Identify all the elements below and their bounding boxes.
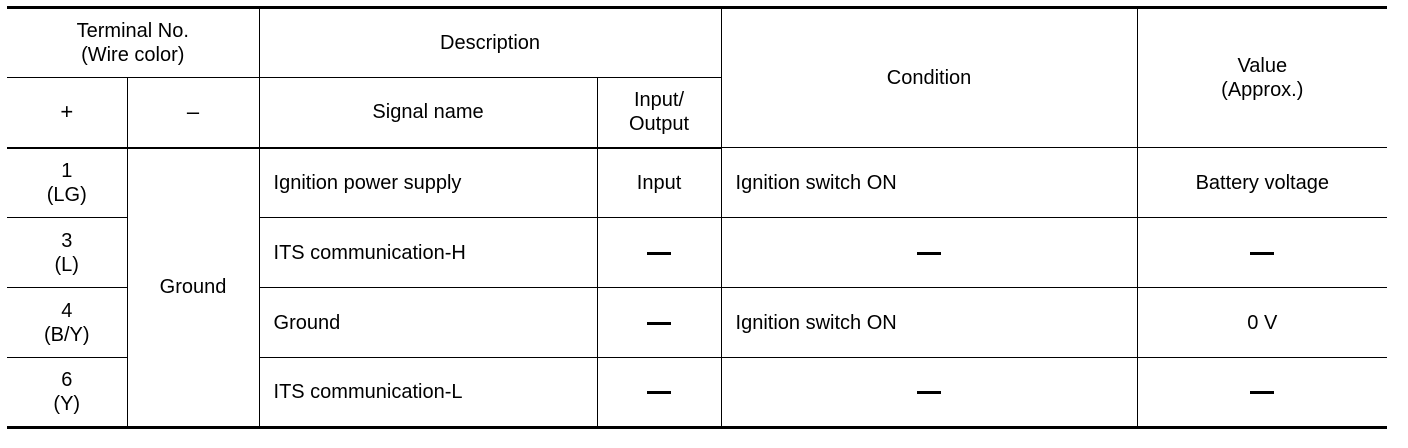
io-cell: — [596,357,722,428]
table-row: 4 (B/Y) Ground — Ignition switch ON 0 V [7,287,1388,358]
dash-mark: — [917,251,942,255]
table-row: 3 (L) ITS communication-H — — — [7,217,1388,288]
wire-color-label: (Wire color) [81,44,185,66]
value-approx-label: (Approx.) [1221,79,1304,101]
terminal-cell: 4 (B/Y) [7,287,128,358]
table-row: 6 (Y) ITS communication-L — — — [7,357,1388,428]
wire-color: (LG) [46,183,87,206]
value-cell: 0 V [1136,287,1388,358]
dash-mark: — [647,251,672,255]
dash-mark: — [917,391,942,395]
signal-name-cell: Ground [258,287,598,358]
value-header: Value (Approx.) [1136,7,1388,148]
terminal-cell: 1 (LG) [7,147,128,218]
io-cell: Input [596,147,722,218]
minus-terminal-header: – [126,77,260,149]
input-output-line1: Input/ [634,89,685,112]
header-row-1: Terminal No. (Wire color) Description Co… [7,7,1388,148]
signal-name-cell: Ignition power supply [258,147,598,218]
signal-name-header: Signal name [258,77,598,149]
terminal-number: 6 [61,369,73,391]
value-label: Value [1237,55,1288,77]
wire-color: (B/Y) [43,323,90,346]
io-cell: — [596,287,722,358]
terminal-cell: 6 (Y) [7,357,128,428]
terminal-no-label: Terminal No. [76,20,189,42]
condition-cell: Ignition switch ON [720,147,1138,218]
terminal-no-header: Terminal No. (Wire color) [7,7,260,78]
terminal-number: 1 [61,159,73,182]
condition-cell: — [720,217,1138,288]
dash-mark: — [647,391,672,395]
dash-mark: — [1250,391,1275,395]
input-output-line2: Output [629,113,690,136]
wire-color: (Y) [53,393,81,415]
description-header: Description [258,7,722,78]
terminal-cell: 3 (L) [7,217,128,288]
terminal-number: 4 [61,299,73,322]
dash-mark: — [647,321,672,325]
table-row: 1 (LG) Ground Ignition power supply Inpu… [7,147,1388,428]
input-output-header: Input/ Output [596,77,722,149]
dash-mark: — [1250,251,1275,255]
header-row-2: + – Signal name Input/ Output [7,77,1387,149]
io-cell: — [596,217,722,288]
terminal-number: 3 [61,229,73,252]
signal-name-cell: ITS communication-L [258,357,598,428]
value-cell: — [1136,357,1388,428]
value-cell: — [1136,217,1388,288]
condition-cell: Ignition switch ON [720,287,1138,358]
plus-terminal-header: + [7,77,128,149]
condition-header: Condition [720,7,1138,148]
terminal-spec-table: Terminal No. (Wire color) Description Co… [7,6,1388,429]
condition-cell: — [720,357,1138,428]
terminal-table-container: Terminal No. (Wire color) Description Co… [7,6,1388,429]
minus-terminal-cell: Ground [126,147,260,428]
wire-color: (L) [54,253,79,276]
signal-name-cell: ITS communication-H [258,217,598,288]
value-cell: Battery voltage [1136,147,1388,218]
